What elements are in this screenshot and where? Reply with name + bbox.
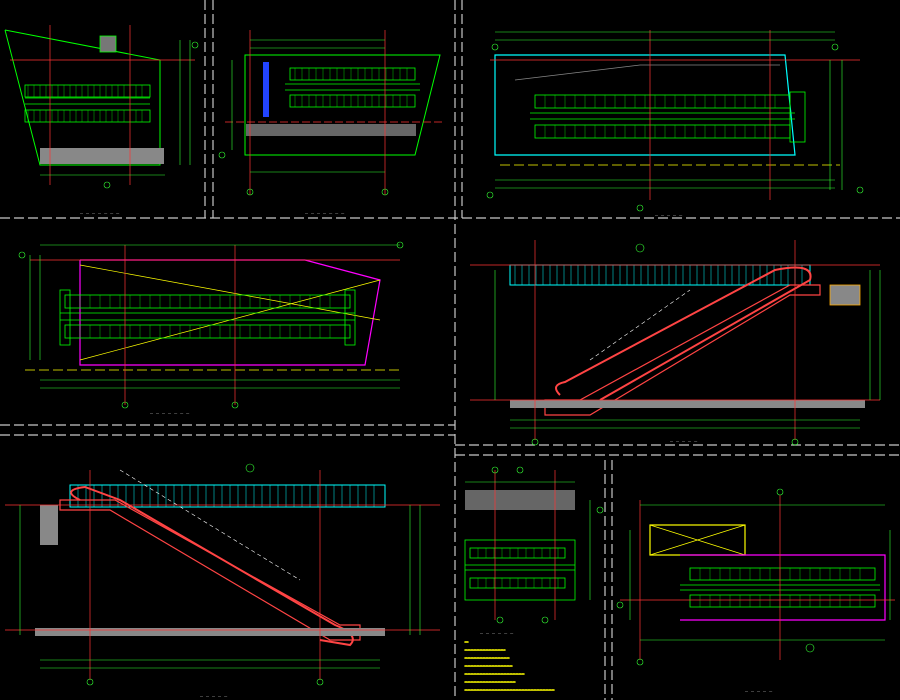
- svg-text:_ _ _ _ _ _ _: _ _ _ _ _ _ _: [80, 208, 120, 214]
- view-2-escalator-plan: _ _ _ _ _ _ _: [218, 30, 445, 214]
- svg-text:_ _ _ _ _: _ _ _ _ _: [200, 691, 228, 697]
- svg-text:_ _ _ _ _ _ _: _ _ _ _ _ _ _: [305, 208, 345, 214]
- svg-text:_ _ _ _ _: _ _ _ _ _: [670, 436, 698, 442]
- svg-text:_ _ _ _ _: _ _ _ _ _: [745, 686, 773, 692]
- view-5-escalator-section: _ _ _ _ _: [470, 240, 881, 446]
- notes-block: [464, 641, 556, 691]
- svg-text:_ _ _ _ _ _: _ _ _ _ _ _: [480, 628, 514, 634]
- view-6-escalator-section: _ _ _ _ _: [5, 463, 440, 697]
- view-4-escalator-plan: _ _ _ _ _ _ _: [18, 241, 404, 414]
- view-1-escalator-plan: _ _ _ _ _ _ _: [4, 25, 199, 214]
- view-7-escalator-plan: _ _ _ _ _ _: [464, 466, 604, 634]
- svg-text:_ _ _ _ _: _ _ _ _ _: [655, 210, 683, 216]
- view-3-escalator-plan: _ _ _ _ _: [486, 30, 864, 216]
- svg-text:_ _ _ _ _ _ _: _ _ _ _ _ _ _: [150, 408, 190, 414]
- view-8-escalator-plan: _ _ _ _ _: [616, 488, 895, 692]
